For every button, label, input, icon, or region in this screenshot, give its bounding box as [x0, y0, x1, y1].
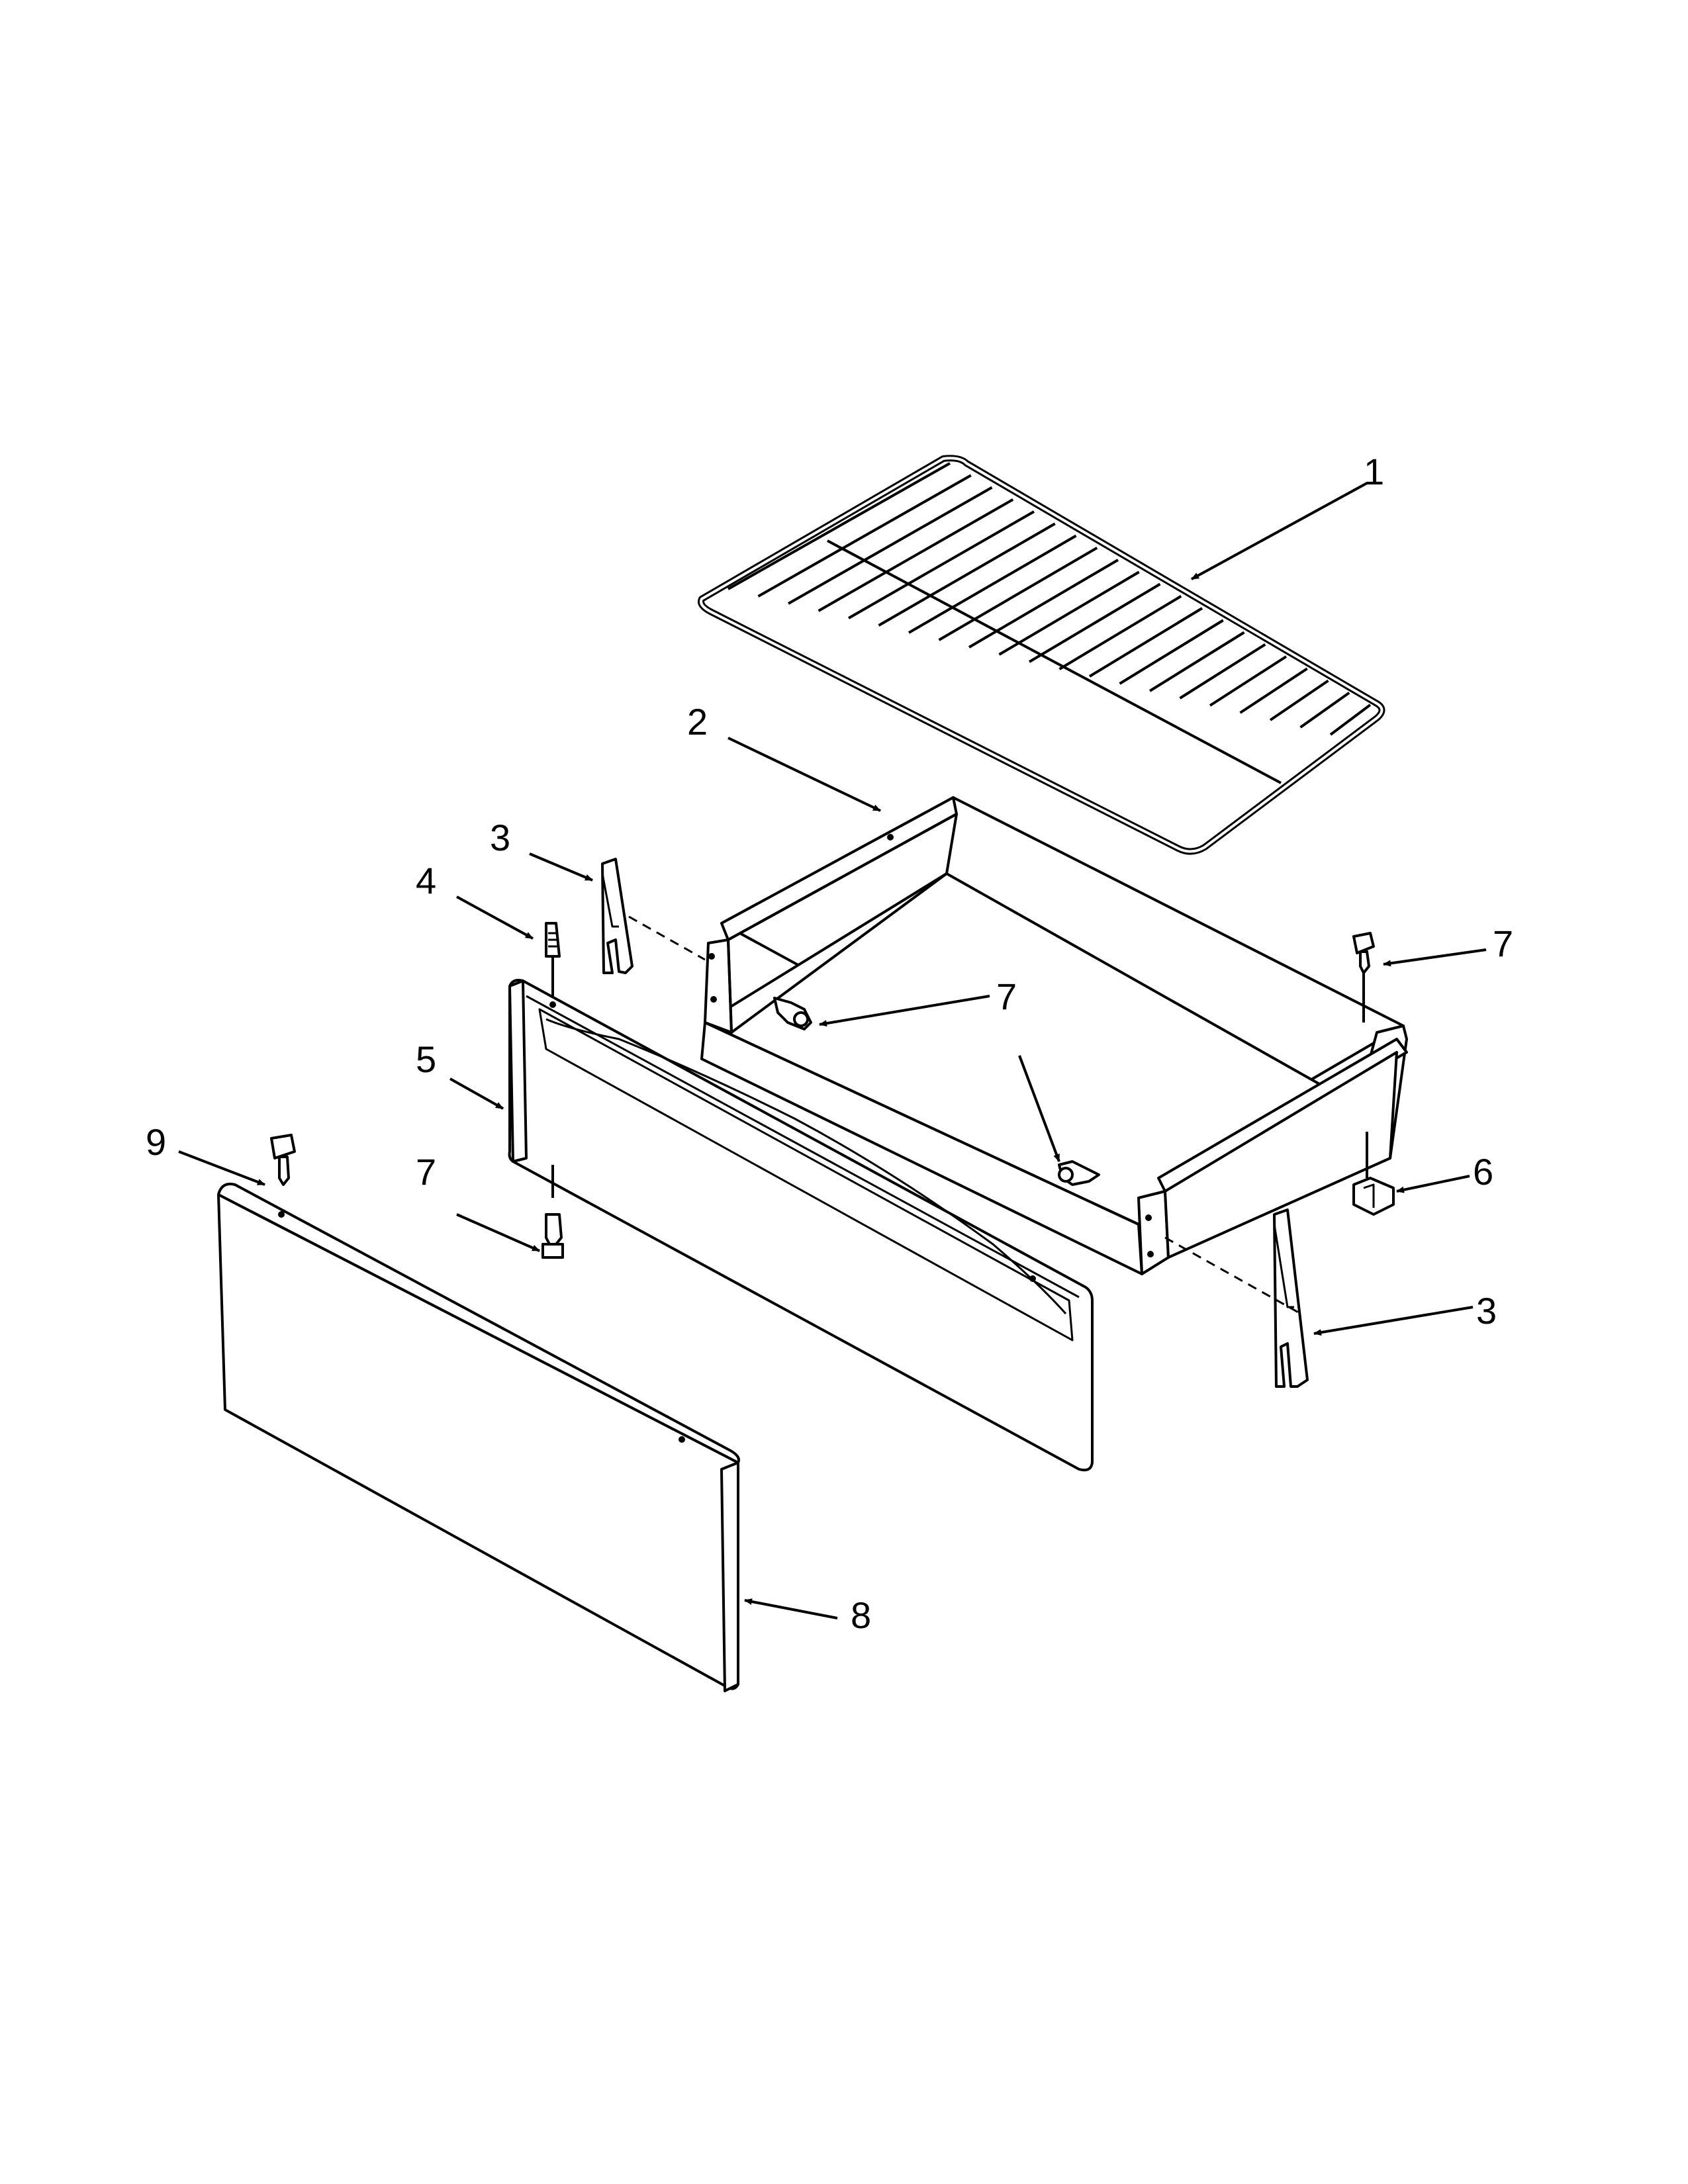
callout-7-right-top: 7 — [1493, 923, 1513, 964]
callout-7-center: 7 — [996, 976, 1017, 1017]
rack-wire — [998, 570, 1140, 656]
drawer-slide-left — [601, 858, 633, 974]
callout-3-left: 3 — [490, 817, 510, 858]
screw-right-top — [1352, 932, 1375, 1023]
rack-wire — [1028, 582, 1161, 663]
rack-wire — [1239, 667, 1308, 714]
rack-wire — [1058, 595, 1182, 670]
rack-wire — [1299, 692, 1350, 729]
drawer-slide-right — [1273, 1208, 1309, 1388]
rack-wire — [1088, 607, 1203, 678]
callout-1: 1 — [1364, 451, 1384, 492]
stud — [545, 922, 561, 1006]
leader-lines — [178, 482, 1487, 1619]
rack-wire — [1269, 679, 1329, 721]
callout-8: 8 — [851, 1594, 871, 1636]
rack-wire — [1329, 704, 1372, 736]
rack-wire — [848, 510, 1035, 619]
rack-wire — [788, 486, 993, 605]
rack-wire — [1149, 631, 1245, 692]
front-panel — [217, 1183, 740, 1692]
rack-wire — [938, 547, 1098, 641]
panel-screw — [270, 1134, 296, 1186]
rack-wire — [1179, 643, 1266, 700]
rack-wire — [727, 462, 951, 590]
callout-7-front-bottom: 7 — [416, 1151, 436, 1193]
screw-lower-left — [541, 1165, 564, 1259]
callout-9: 9 — [146, 1121, 166, 1163]
rack-wire — [1209, 655, 1288, 707]
callout-4: 4 — [416, 860, 436, 901]
rack-wire — [818, 498, 1014, 612]
callout-2: 2 — [687, 701, 708, 743]
oven-rack — [698, 455, 1385, 855]
drawer-front — [508, 979, 1094, 1472]
screw-center — [773, 997, 812, 1030]
drawer-body — [700, 796, 1408, 1275]
callout-labels: 1 2 3 3 4 5 6 7 7 7 8 9 — [146, 451, 1513, 1636]
rack-wire — [908, 534, 1077, 634]
callout-5: 5 — [416, 1038, 436, 1080]
rack-wire — [878, 522, 1056, 627]
callout-6: 6 — [1473, 1151, 1493, 1193]
rack-wire — [757, 474, 972, 598]
screw-front-bottom — [1058, 1160, 1100, 1186]
clip — [1352, 1132, 1395, 1216]
callout-3-right: 3 — [1476, 1290, 1497, 1332]
rack-wire — [1119, 619, 1224, 685]
rack-wire — [968, 559, 1119, 649]
